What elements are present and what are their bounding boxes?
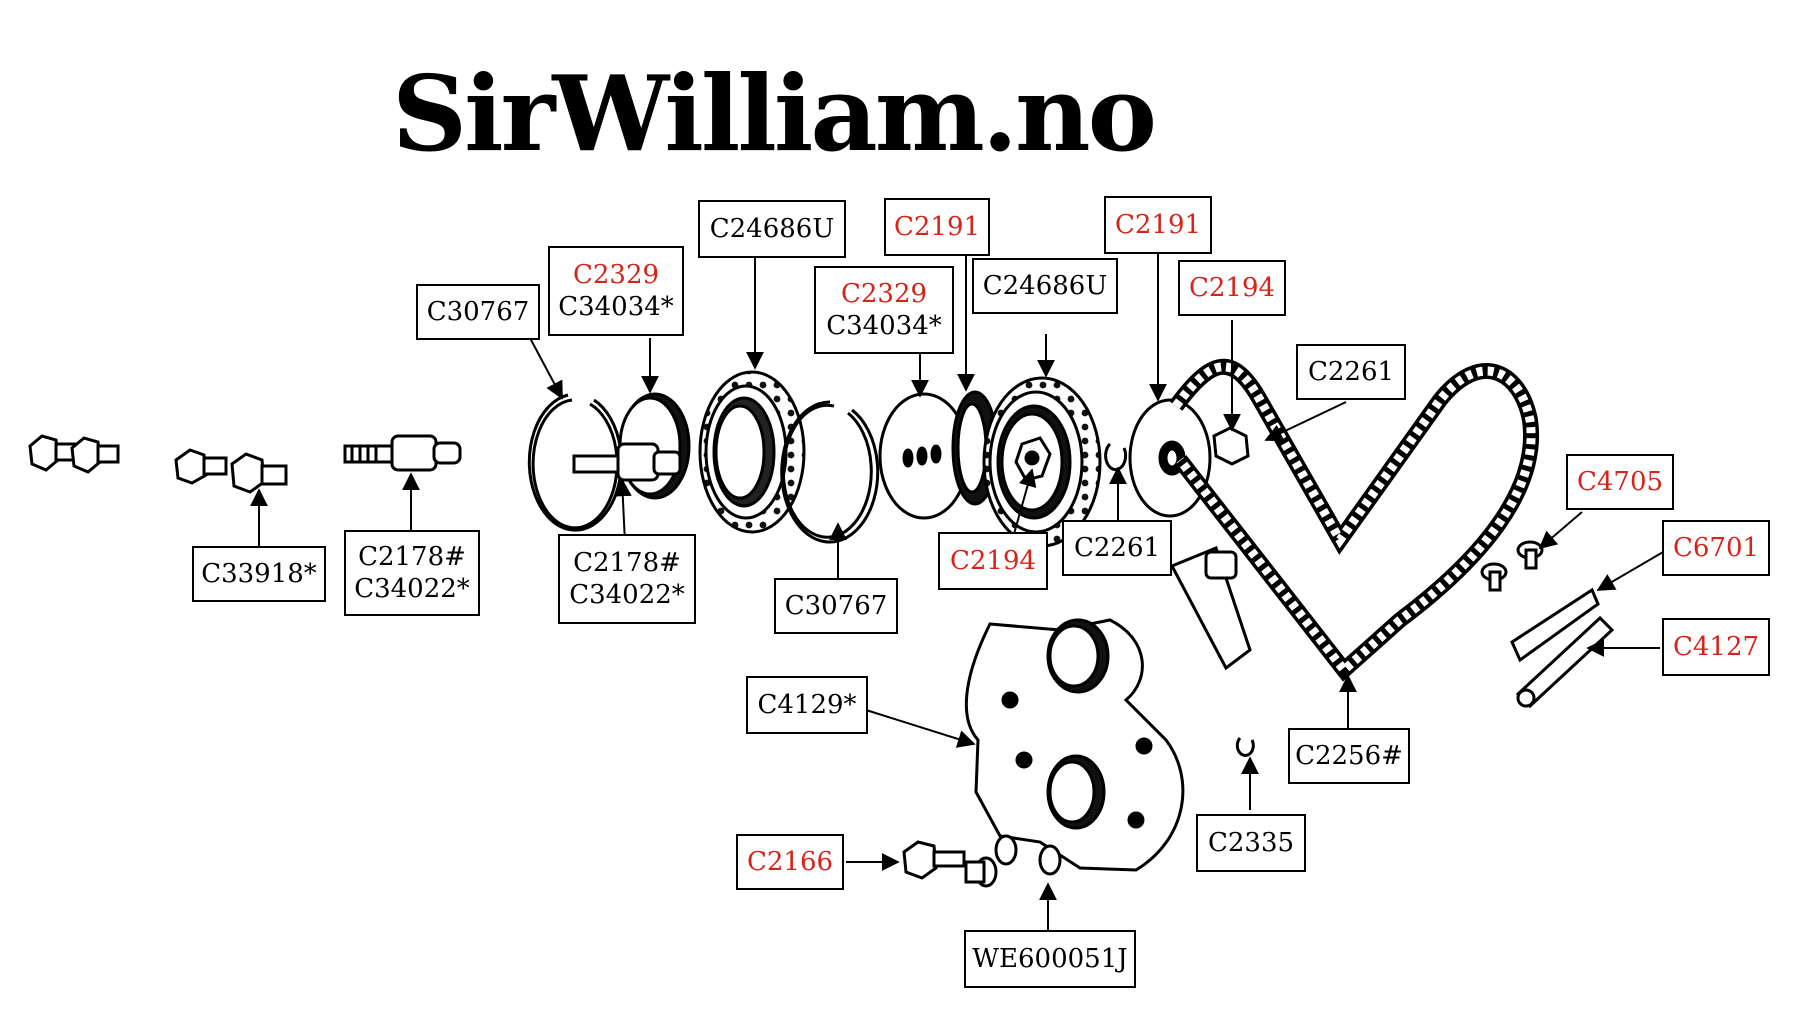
- part-number: C2261: [1307, 356, 1395, 387]
- part-label-c2261-top: C2261: [1296, 344, 1406, 400]
- spacer-icon: [951, 390, 999, 506]
- part-number: C34022*: [569, 580, 685, 610]
- part-number: C24686U: [709, 213, 835, 244]
- part-number-red: C2329: [840, 278, 928, 309]
- part-label-c2335: C2335: [1196, 814, 1306, 872]
- part-label-c24686u-left: C24686U: [698, 200, 846, 258]
- part-number: C2335: [1207, 827, 1295, 858]
- part-label-c2191-left: C2191: [884, 198, 990, 256]
- part-label-c2178-left: C2178# C34022*: [344, 530, 480, 616]
- part-number-red: C2191: [1114, 209, 1202, 240]
- bolt-pair-icon: [174, 448, 288, 494]
- part-label-c24686u-mid: C24686U: [972, 258, 1118, 314]
- part-number: WE600051J: [972, 943, 1128, 974]
- part-label-we600051j: WE600051J: [964, 930, 1136, 988]
- part-label-c2329-left: C2329 C34034*: [548, 246, 684, 336]
- tensioner-stud-icon: [343, 434, 462, 472]
- part-label-c33918: C33918*: [192, 546, 326, 602]
- part-number: C34022*: [354, 574, 470, 604]
- washer-icon: [964, 834, 1062, 888]
- part-number: C4129*: [757, 689, 857, 720]
- part-number-red: C6701: [1672, 532, 1760, 563]
- sprocket-icon: [698, 370, 806, 534]
- timing-cover-plate-icon: [964, 618, 1185, 872]
- part-number-red: C2191: [893, 211, 981, 242]
- bolt-pair-icon: [28, 434, 120, 474]
- bolt-icon: [902, 840, 966, 880]
- part-label-c2329-mid: C2329 C34034*: [814, 266, 954, 354]
- part-number: C30767: [426, 296, 530, 327]
- part-number: C33918*: [201, 558, 317, 589]
- part-number: C34034*: [558, 292, 674, 322]
- part-number-red: C2166: [746, 846, 834, 877]
- part-label-c2256: C2256#: [1288, 728, 1410, 784]
- part-label-c4127: C4127: [1662, 618, 1770, 676]
- brand-logo: SirWilliam.no: [392, 52, 1157, 175]
- part-label-c4705: C4705: [1566, 454, 1674, 510]
- part-number-red: C4127: [1672, 631, 1760, 662]
- part-number-red: C2194: [1188, 272, 1276, 303]
- part-label-c2194-bottom: C2194: [938, 532, 1048, 590]
- part-label-c6701: C6701: [1662, 520, 1770, 576]
- part-number: C2178#: [573, 547, 681, 578]
- nut-icon: [1212, 426, 1250, 466]
- part-label-c2178-mid: C2178# C34022*: [558, 534, 696, 624]
- part-number: C30767: [784, 590, 888, 621]
- part-label-c2194-top: C2194: [1178, 260, 1286, 316]
- part-number: C24686U: [982, 270, 1108, 301]
- part-label-c2261-bottom: C2261: [1062, 520, 1172, 576]
- chain-damper-icon: [1169, 546, 1252, 671]
- part-number: C2178#: [358, 541, 466, 572]
- pin-icon: [1480, 540, 1544, 592]
- part-number-red: C2194: [949, 545, 1037, 576]
- part-label-c4129: C4129*: [746, 676, 868, 734]
- stud-icon: [572, 442, 682, 482]
- sprocket-icon: [1128, 398, 1212, 518]
- part-number-red: C4705: [1576, 466, 1664, 497]
- part-label-c2166: C2166: [736, 834, 844, 890]
- part-number: C34034*: [826, 311, 942, 341]
- tensioner-blade-icon: [1510, 587, 1615, 709]
- part-number-red: C2329: [572, 259, 660, 290]
- circlip-icon: [780, 400, 880, 544]
- washer-icon: [1235, 736, 1255, 757]
- part-label-c2191-right: C2191: [1104, 196, 1212, 254]
- part-label-c30767-top: C30767: [416, 284, 540, 340]
- part-number: C2261: [1073, 532, 1161, 563]
- part-label-c30767-bottom: C30767: [774, 578, 898, 634]
- part-number: C2256#: [1295, 740, 1403, 771]
- lock-washer-icon: [1104, 442, 1128, 472]
